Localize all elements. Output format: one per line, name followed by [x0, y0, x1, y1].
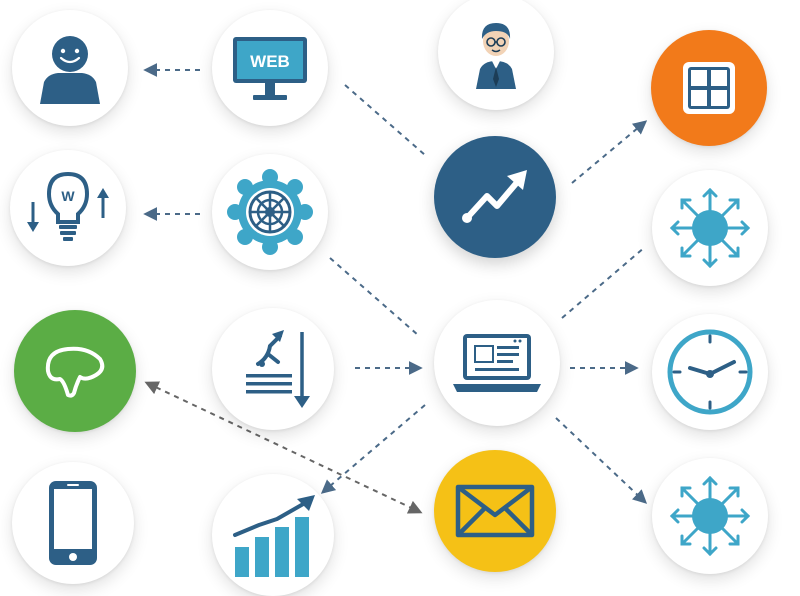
gear-wheel-icon: [227, 169, 313, 255]
connector-laptop-to-network-top: [561, 246, 646, 319]
window-grid-icon: [683, 62, 735, 114]
laptop-icon: [453, 334, 541, 392]
web-monitor-icon: WEB: [233, 37, 307, 100]
network-burst-icon: [669, 187, 751, 269]
businessman-icon: [476, 23, 516, 89]
node-phone: [12, 462, 134, 584]
smartphone-icon: [49, 481, 97, 565]
arrow-laptop-to-network-bottom: [555, 417, 648, 504]
sort-arrows-icon: [246, 330, 310, 408]
node-gear: [212, 154, 328, 270]
arrow-growth-to-window: [571, 120, 648, 184]
network-burst-icon: [669, 475, 751, 557]
node-clock: [652, 314, 768, 430]
lightbulb-icon: W: [27, 171, 109, 241]
node-network-bottom: [652, 458, 768, 574]
bulb-letter-text: W: [61, 188, 75, 204]
leaf-icon: [45, 346, 105, 398]
node-user: [12, 10, 128, 126]
node-growth: [434, 136, 556, 258]
arrow-laptop-to-bars: [320, 404, 426, 494]
node-bars: [212, 474, 334, 596]
node-laptop: [434, 300, 560, 426]
node-web: WEB: [212, 10, 328, 126]
clock-icon: [667, 329, 753, 415]
person-smiling-icon: [40, 36, 100, 104]
trend-up-icon: [462, 170, 527, 223]
node-leaf: [14, 310, 136, 432]
node-sort: [212, 308, 334, 430]
node-network-top: [652, 170, 768, 286]
connector-gear-to-laptop: [329, 257, 419, 336]
bar-chart-icon: [233, 495, 315, 577]
envelope-icon: [455, 484, 535, 538]
web-sign-text: WEB: [250, 52, 290, 71]
node-businessman: [438, 0, 554, 110]
connector-web-to-growth: [344, 84, 426, 156]
node-window: [651, 30, 767, 146]
node-mail: [434, 450, 556, 572]
node-bulb: W: [10, 150, 126, 266]
arrow-leaf-mail-bidirectional: [144, 381, 423, 514]
